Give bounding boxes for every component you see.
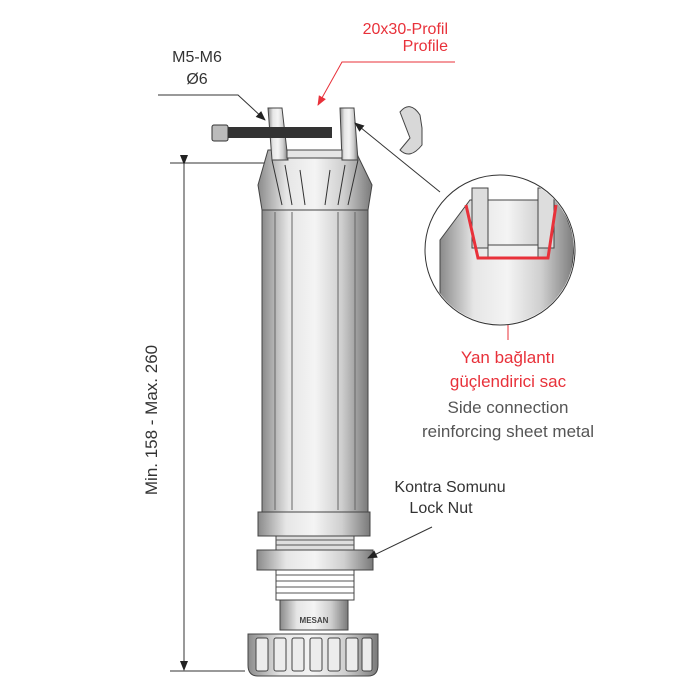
height-range-label: Min. 158 - Max. 260 [142, 344, 161, 496]
side-connection-label-en-1: Side connection [447, 398, 569, 417]
reinforcing-sheet [464, 204, 558, 260]
lock-nut-label-en: Lock Nut [409, 500, 473, 517]
leg-body [247, 107, 379, 677]
side-connection-label-tr-2: güçlendirici sac [449, 372, 567, 391]
lock-nut-label-tr: Kontra Somunu [394, 479, 506, 496]
screw-diameter-label: Ø6 [186, 71, 208, 88]
profile-label-tr: 20x30-Profil [362, 21, 448, 38]
lock-nut [256, 549, 374, 571]
brand-mark: MESAN [300, 616, 329, 625]
wing-nut [399, 106, 423, 155]
screw [211, 124, 332, 142]
side-connection-label-en-2: reinforcing sheet metal [422, 422, 594, 441]
detail-callout [424, 174, 576, 326]
screw-size-label: M5-M6 [172, 49, 222, 66]
profile-label-en: Profile [402, 38, 448, 55]
side-connection-label-tr-1: Yan bağlantı [460, 348, 556, 367]
